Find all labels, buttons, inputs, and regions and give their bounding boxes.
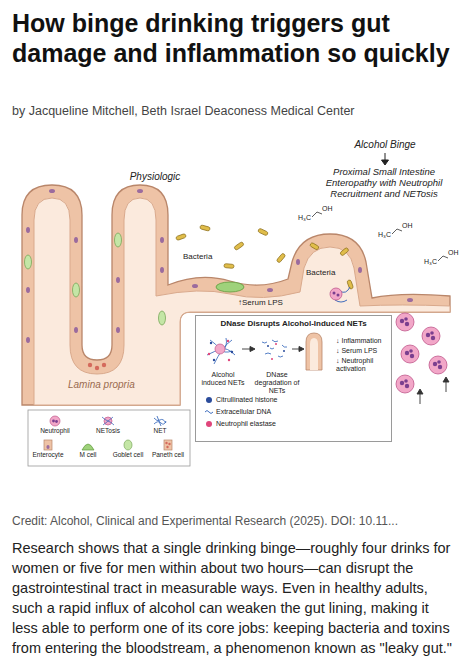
lps-label: ↑Serum LPS <box>238 298 283 308</box>
legend-entry: Enterocyte <box>26 439 70 459</box>
legend-swatch <box>206 397 212 403</box>
body-paragraph: Research shows that a single drinking bi… <box>12 538 455 658</box>
tissue-label: Lamina propria <box>68 379 135 391</box>
epithelium <box>22 185 450 405</box>
outcome-label: ↓ Serum LPS <box>336 347 390 355</box>
dnase-picture <box>262 340 287 360</box>
paneth-cells <box>88 363 106 370</box>
process-arrows <box>242 347 304 352</box>
legend-line-sample <box>205 408 214 416</box>
legend-text: Neutrophil elastase <box>216 420 276 428</box>
molecule-label: OH <box>322 205 333 213</box>
net-threads <box>330 287 350 302</box>
legend-icon <box>81 439 95 451</box>
recruitment-arrows <box>417 377 449 404</box>
molecule-label: H₃C <box>298 214 311 222</box>
legend-entry: M cell <box>66 439 110 459</box>
legend-entry: NETosis <box>86 415 130 435</box>
cell-nuclei <box>26 189 413 343</box>
bacteria-label: Bacteria <box>306 268 335 278</box>
molecule-label: H₃C <box>378 231 391 239</box>
neutrophils <box>330 288 447 393</box>
step-label: Alcohol induced NETs <box>199 371 247 387</box>
legend-icon <box>101 415 115 427</box>
bacteria-label: Bacteria <box>183 252 212 262</box>
binge-arrow <box>382 153 389 165</box>
outcome-label: ↓ Neutrophil activation <box>336 357 390 373</box>
molecule-label: OH <box>402 222 413 230</box>
legend-icon <box>121 439 135 451</box>
goblet-cells <box>25 233 166 325</box>
legend-swatch <box>206 421 212 427</box>
legend-entry: Paneth cell <box>146 439 190 459</box>
panel-subtitle: Proximal Small Intestine Enteropathy wit… <box>310 166 458 199</box>
legend-text: Neutrophil <box>33 427 77 435</box>
legend-text: M cell <box>66 451 110 459</box>
byline: by Jacqueline Mitchell, Beth Israel Deac… <box>12 104 457 119</box>
legend-icon <box>153 415 167 427</box>
panel-label: Alcohol Binge <box>340 139 430 151</box>
bacteria <box>176 225 354 290</box>
molecule-label: H₃C <box>424 258 437 266</box>
legend-icon <box>161 439 175 451</box>
m-cell <box>216 282 244 292</box>
legend-entry: Citrullinated histone <box>205 396 277 404</box>
legend-entry: NET <box>138 415 182 435</box>
panel-label: Physiologic <box>120 171 190 183</box>
legend-text: Citrullinated histone <box>216 396 277 404</box>
legend-icon <box>41 439 55 451</box>
legend-text: Enterocyte <box>26 451 70 459</box>
step-label: DNase degradation of NETs <box>250 371 304 395</box>
legend-text: Extracellular DNA <box>216 408 271 416</box>
molecule-label: OH <box>448 249 459 257</box>
headline: How binge drinking triggers gut damage a… <box>12 8 455 68</box>
legend-entry: Neutrophil elastase <box>205 420 276 428</box>
legend-entry: Extracellular DNA <box>205 408 271 416</box>
lamina-propria <box>34 198 450 405</box>
net-picture <box>207 338 235 364</box>
legend-text: Paneth cell <box>146 451 190 459</box>
legend-text: NET <box>138 427 182 435</box>
legend-entry: Neutrophil <box>33 415 77 435</box>
box-heading: DNase Disrupts Alcohol-Induced NETs <box>196 316 391 329</box>
ethanol-bonds <box>312 212 448 261</box>
legend-entry: Goblet cell <box>106 439 150 459</box>
healed-villus <box>306 333 322 370</box>
image-credit: Credit: Alcohol, Clinical and Experiment… <box>12 514 457 528</box>
legend-icon <box>48 415 62 427</box>
outcome-label: ↓ Inflammation <box>336 337 390 345</box>
legend-text: Goblet cell <box>106 451 150 459</box>
legend-text: NETosis <box>86 427 130 435</box>
